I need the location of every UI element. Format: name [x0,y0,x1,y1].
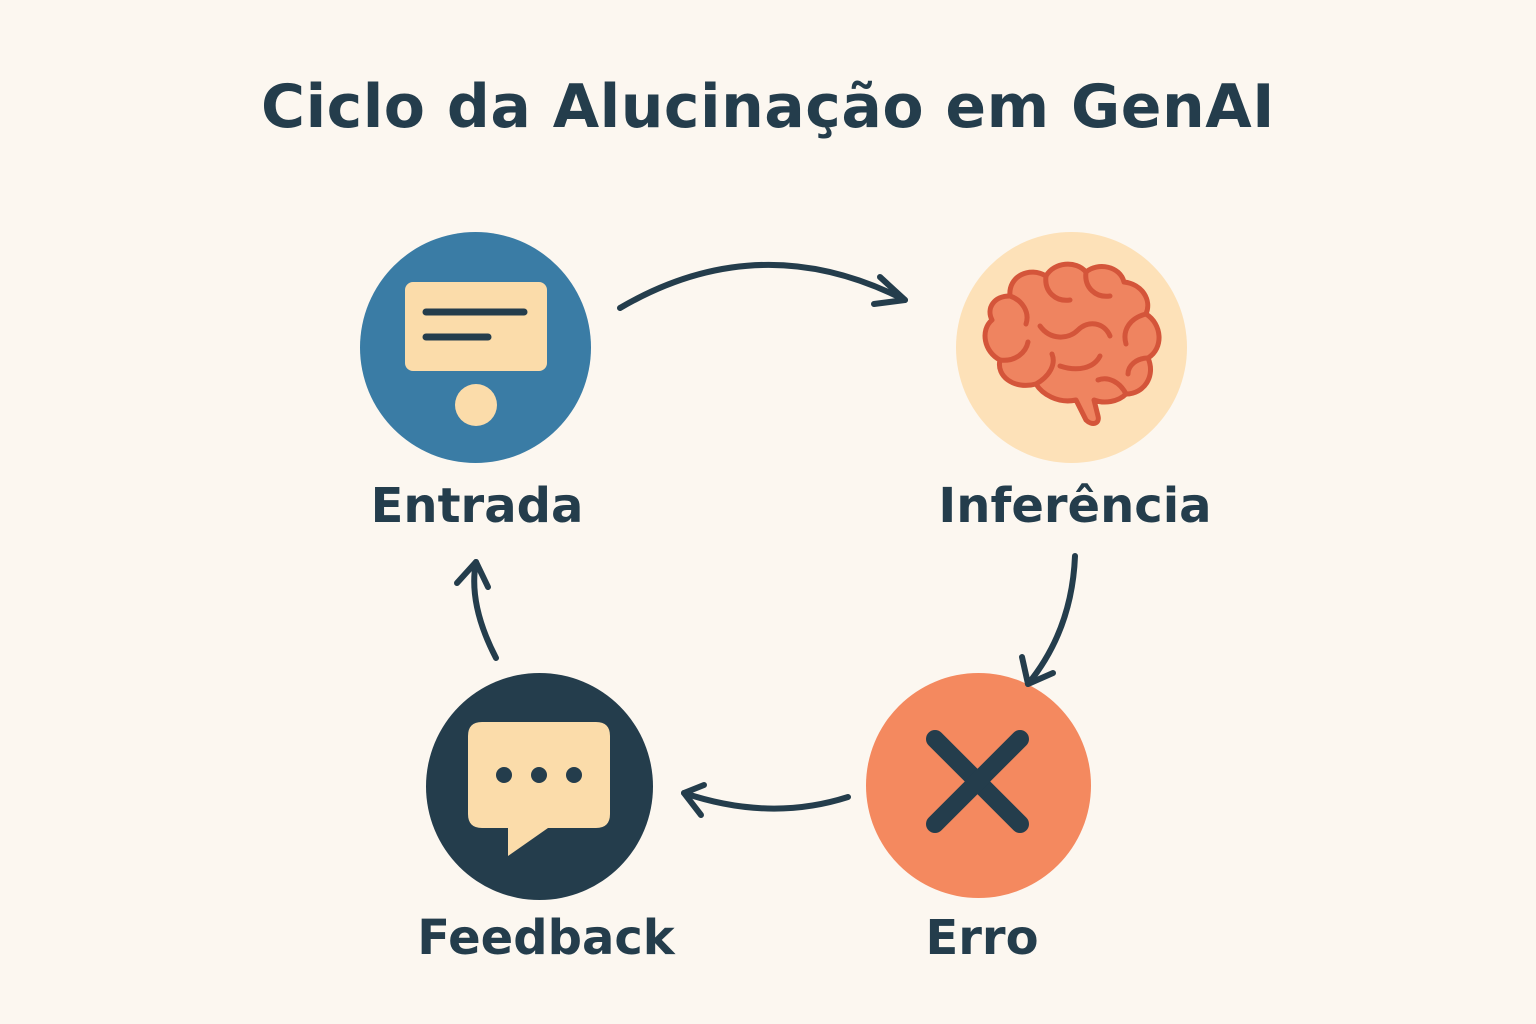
brain-icon [982,261,1162,426]
arrow-entrada-to-inferencia [617,262,908,311]
arrow-erro-to-feedback [681,782,851,818]
node-feedback-label: Feedback [417,910,675,966]
chat-bubble-icon [468,722,610,856]
diagram-title: Ciclo da Alucinação em GenAI [261,72,1275,142]
arrow-inferencia-to-erro [1019,553,1078,687]
arrow-feedback-to-entrada [454,559,499,661]
document-input-icon [405,282,547,426]
node-inferencia-label: Inferência [938,478,1212,534]
node-erro-label: Erro [925,910,1039,966]
x-mark-icon [926,730,1029,833]
node-entrada-label: Entrada [370,478,584,534]
